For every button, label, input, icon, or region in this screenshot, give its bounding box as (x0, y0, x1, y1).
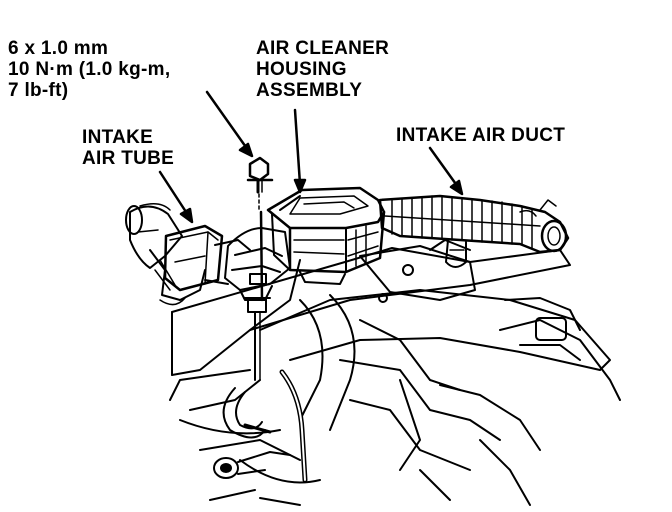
housing-label-line2: HOUSING (256, 59, 347, 80)
housing-leader-arrow (293, 108, 307, 194)
bolt-size-text: 6 x 1.0 mm (8, 38, 109, 59)
bolt-torque-text: 10 N·m (1.0 kg-m, (8, 59, 171, 80)
bolt-torque-imperial-text: 7 lb-ft) (8, 80, 69, 101)
bolt-torque-label: 6 x 1.0 mm 10 N·m (1.0 kg-m, 7 lb-ft) (8, 38, 170, 101)
housing-bracket (224, 227, 291, 301)
intake-air-tube-label: INTAKE AIR TUBE (82, 127, 174, 169)
housing-label-line1: AIR CLEANER (256, 38, 390, 59)
duct-leader-arrow (428, 146, 464, 196)
air-cleaner-housing-label: AIR CLEANER HOUSING ASSEMBLY (256, 38, 389, 101)
bolt-leader-arrow (205, 90, 254, 158)
tube-label-line2: AIR TUBE (82, 148, 175, 169)
leader-arrows (158, 90, 464, 224)
mounting-bolt (243, 156, 274, 381)
intake-air-tube (125, 203, 251, 306)
tube-label-line1: INTAKE (82, 127, 154, 148)
lower-engine-detail (169, 294, 541, 506)
tube-leader-arrow (158, 170, 194, 224)
intake-air-duct (378, 194, 570, 268)
engine-panels (171, 239, 621, 401)
intake-air-duct-label: INTAKE AIR DUCT (396, 125, 565, 146)
air-cleaner-housing (266, 186, 386, 285)
duct-label-line1: INTAKE AIR DUCT (396, 125, 566, 146)
housing-label-line3: ASSEMBLY (256, 80, 363, 101)
